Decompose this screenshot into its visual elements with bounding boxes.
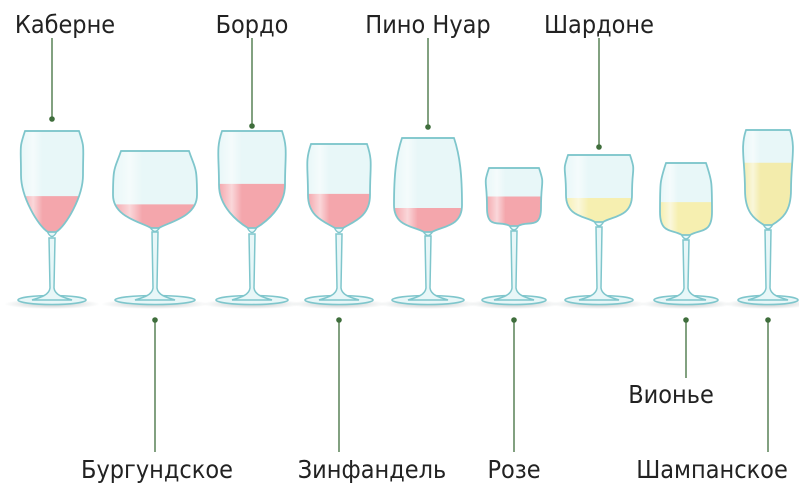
glass-chardonnay: [551, 154, 647, 309]
glass-stem: [407, 235, 449, 301]
glass-pinot-noir: [378, 137, 478, 309]
glass-shine: [660, 163, 712, 235]
leader-pinot-noir: [425, 38, 431, 130]
leader-chardonnay: [596, 38, 602, 150]
glass-outline: [19, 130, 85, 233]
label-cabernet: Каберне: [14, 10, 116, 39]
glass-champagne: [724, 129, 799, 309]
leader-champagne: [765, 317, 771, 452]
glass-outline: [217, 130, 287, 229]
label-rose: Розе: [487, 455, 541, 484]
glass-burgundy: [101, 150, 209, 309]
leader-dot: [249, 123, 255, 129]
glass-shine: [307, 144, 371, 228]
glass-outline: [306, 143, 372, 229]
glass-stem: [231, 233, 273, 301]
glass-stem: [318, 233, 360, 301]
glass-stem: [578, 226, 620, 301]
glass-outline: [112, 150, 198, 229]
glass-outline: [393, 137, 463, 233]
leader-dot: [425, 124, 431, 130]
label-viognier: Вионье: [628, 380, 714, 409]
glass-stem: [747, 229, 789, 301]
label-champagne: Шампанское: [636, 455, 788, 484]
glass-outline: [659, 162, 713, 236]
glass-shine: [113, 151, 197, 228]
glass-outline: [742, 129, 794, 226]
leader-cabernet: [49, 38, 55, 122]
leader-burgundy: [152, 317, 158, 452]
glass-shine: [485, 168, 543, 226]
glass-cabernet: [4, 130, 100, 309]
leader-dot: [49, 116, 55, 122]
glass-shine: [564, 155, 634, 222]
leader-viognier: [683, 317, 689, 378]
leader-zinfandel: [336, 317, 342, 452]
glass-shine: [394, 138, 462, 232]
glass-viognier: [640, 162, 732, 309]
glass-stem: [665, 239, 707, 301]
glass-shine: [743, 130, 793, 225]
glass-outline: [563, 154, 635, 223]
label-zinfandel: Зинфандель: [297, 455, 447, 484]
glass-zinfandel: [291, 143, 387, 309]
glass-stem: [31, 237, 73, 301]
leader-dot: [596, 144, 602, 150]
leader-rose: [511, 317, 517, 452]
label-pinot-noir: Пино Нуар: [365, 10, 491, 39]
label-chardonnay: Шардоне: [544, 10, 654, 39]
glass-stem: [134, 231, 176, 301]
glasses-group: [4, 129, 799, 309]
label-bordeaux: Бордо: [215, 10, 289, 39]
glass-shine: [20, 131, 84, 232]
leader-bordeaux: [249, 38, 255, 129]
glass-shine: [218, 131, 286, 228]
glass-outline: [484, 167, 544, 227]
label-burgundy: Бургундское: [81, 455, 233, 484]
leader-lines: [49, 38, 771, 452]
glass-rose: [468, 167, 560, 309]
glass-bordeaux: [202, 130, 302, 309]
glass-stem: [493, 230, 535, 301]
